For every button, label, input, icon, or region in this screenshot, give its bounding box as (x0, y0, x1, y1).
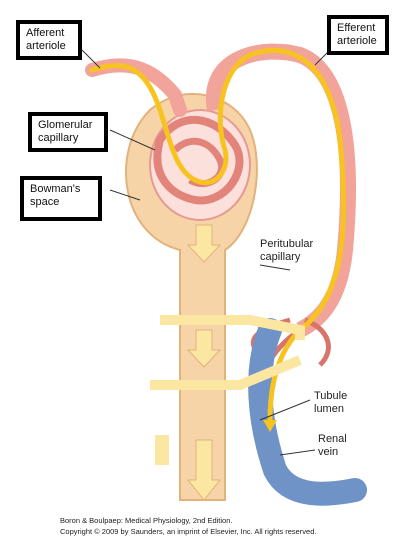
label-bowmans-space: Bowman's space (20, 176, 102, 221)
tubule-flow-arrows (150, 224, 305, 501)
label-afferent-arteriole: Afferent arteriole (16, 20, 82, 60)
blood-flow-line (89, 48, 347, 423)
label-peritubular-capillary: Peritubular capillary (260, 238, 314, 263)
flow-arrowhead (263, 420, 277, 432)
label-efferent-arteriole: Efferent arteriole (327, 15, 389, 55)
credit-line-1: Boron & Boulpaep: Medical Physiology, 2n… (60, 516, 233, 525)
credit-line-2: Copyright © 2009 by Saunders, an imprint… (60, 527, 317, 536)
glomerulus (149, 109, 251, 221)
label-glomerular-capillary: Glomerular capillary (28, 112, 108, 152)
label-renal-vein: Renal vein (318, 433, 347, 458)
label-tubule-lumen: Tubule lumen (314, 390, 348, 415)
mask-panel (110, 240, 155, 490)
leader-lines (81, 49, 331, 456)
